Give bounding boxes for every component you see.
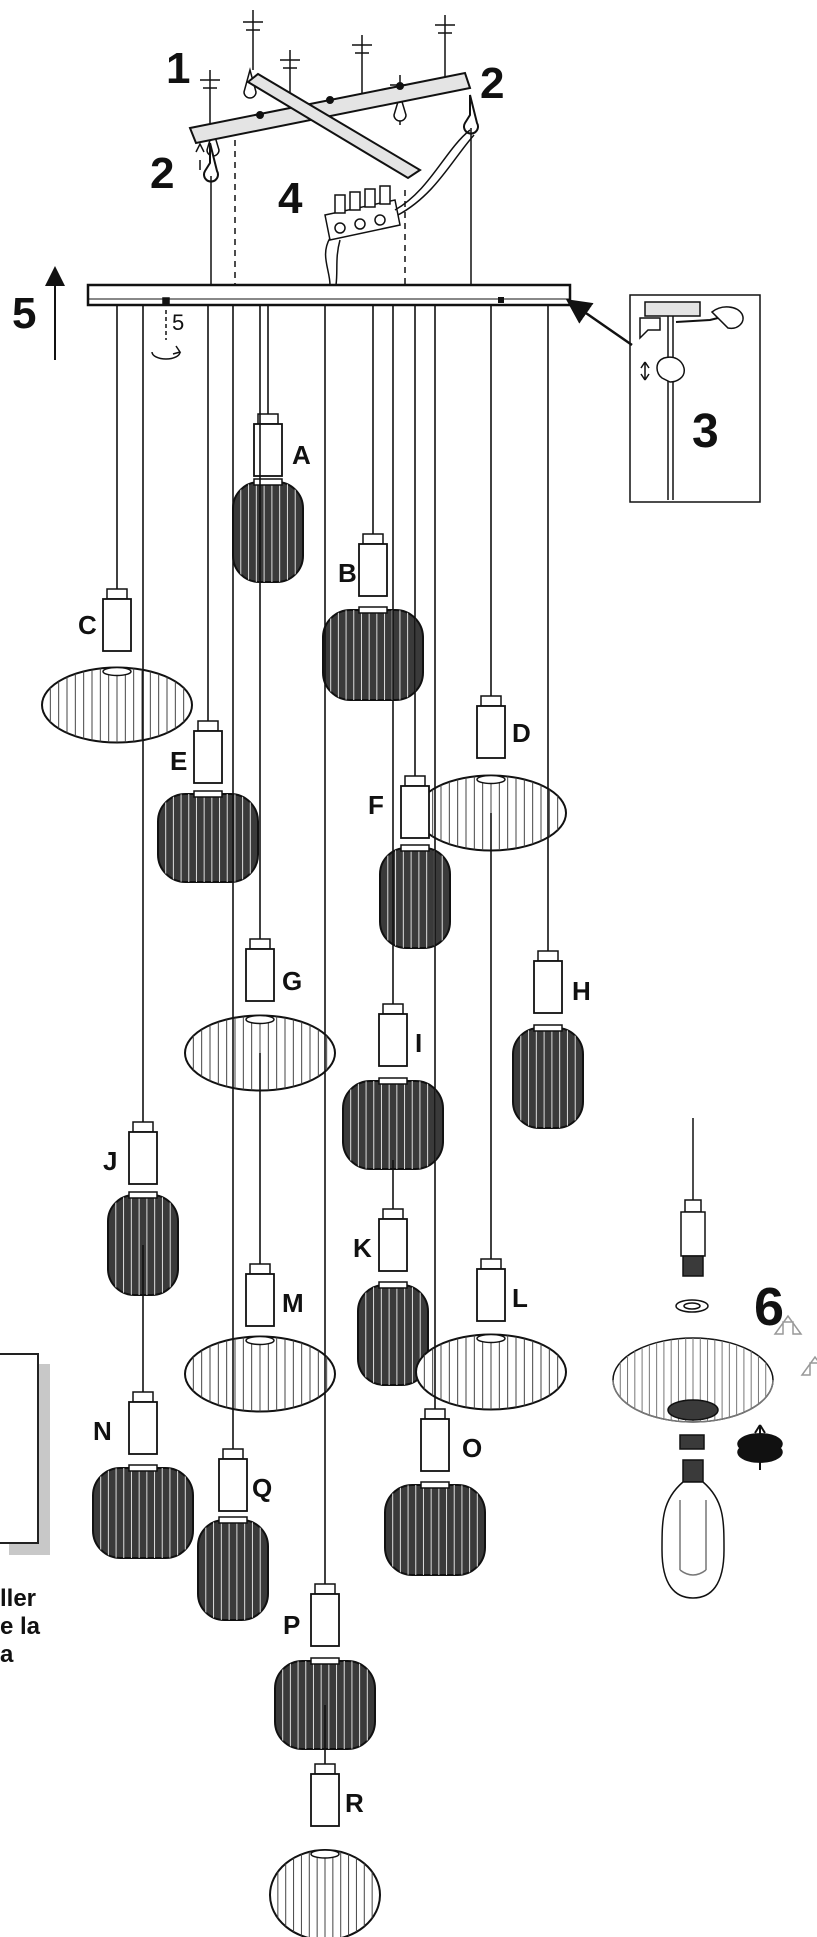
pendant-o [384, 305, 486, 1576]
pendant-h [512, 305, 584, 1129]
lamp-socket [476, 1268, 506, 1322]
lamp-label-j: J [103, 1146, 118, 1176]
canopy [86, 283, 572, 307]
cross-bracket-plate-1 [188, 71, 472, 145]
lamp-label-q: Q [252, 1473, 273, 1503]
lamp-label-m: M [282, 1288, 304, 1318]
set-screw-icon [151, 297, 182, 360]
lamp-socket [420, 1418, 450, 1472]
lamp-socket [310, 1773, 340, 1827]
cross-bracket-plate-2 [246, 72, 422, 180]
step-5-label: 5 [12, 289, 37, 338]
lamp-label-h: H [572, 976, 591, 1006]
pendant-f [379, 305, 451, 949]
pendant-m [184, 1053, 336, 1413]
ceiling-mount [188, 10, 479, 286]
lamp-socket [245, 948, 275, 1002]
lamp-label-i: I [415, 1028, 423, 1058]
step-4-label: 4 [278, 174, 303, 223]
lamp-shade [379, 847, 451, 949]
step-3-inset [629, 294, 761, 503]
step-3-label: 3 [692, 405, 719, 458]
lamp-shade [512, 1027, 584, 1129]
lamp-socket [476, 705, 506, 759]
lamp-socket [193, 730, 223, 784]
lamp-socket [358, 543, 388, 597]
lamp-label-g: G [282, 966, 303, 996]
lamp-label-r: R [345, 1788, 364, 1818]
lamp-label-a: A [292, 440, 311, 470]
pendant-r [269, 1705, 381, 1937]
lamp-label-p: P [283, 1610, 301, 1640]
lamp-label-o: O [462, 1433, 483, 1463]
pendant-c [41, 305, 193, 744]
pendant-lamps [41, 305, 584, 1937]
lamp-shade [197, 1519, 269, 1621]
pendant-q [197, 305, 269, 1621]
lamp-socket [218, 1458, 248, 1512]
lamp-label-b: B [338, 558, 357, 588]
step-5-small-label: 5 [172, 310, 185, 335]
lamp-socket [245, 1273, 275, 1327]
step-6-bulb-assembly [612, 1118, 817, 1599]
lamp-socket [102, 598, 132, 652]
terminal-block [324, 129, 475, 286]
lamp-socket [378, 1218, 408, 1272]
pendant-l [415, 813, 567, 1411]
lamp-shade [232, 481, 304, 583]
pendant-b [322, 305, 424, 701]
lamp-label-f: F [368, 790, 384, 820]
pendant-d [415, 305, 567, 852]
lamp-label-c: C [78, 610, 97, 640]
lamp-label-n: N [93, 1416, 112, 1446]
lamp-label-d: D [512, 718, 531, 748]
step-1-label: 1 [166, 44, 191, 93]
pendant-e [157, 305, 259, 883]
lamp-socket [128, 1401, 158, 1455]
side-note-line-1: ller [0, 1585, 37, 1612]
step-2-label-left: 2 [150, 149, 175, 198]
pendant-n [92, 1245, 194, 1559]
step-2-label-right: 2 [480, 59, 505, 108]
step-6-label: 6 [754, 1277, 785, 1337]
lamp-label-l: L [512, 1283, 528, 1313]
side-note-box [0, 1353, 39, 1544]
side-note-text: ller e la a [0, 1587, 60, 1677]
side-note-line-2: e la [0, 1613, 41, 1640]
lamp-label-k: K [353, 1233, 372, 1263]
step-3-pointer-arrow [565, 299, 633, 347]
lamp-socket [128, 1131, 158, 1185]
lamp-socket [400, 785, 430, 839]
lamp-label-e: E [170, 746, 188, 776]
lamp-socket [378, 1013, 408, 1067]
pendant-k [357, 1160, 429, 1386]
lamp-socket [253, 423, 283, 477]
pendant-i [342, 305, 444, 1170]
lamp-socket [533, 960, 563, 1014]
side-note-line-3: a [0, 1641, 14, 1668]
lamp-socket [310, 1593, 340, 1647]
pendant-a [232, 305, 304, 583]
